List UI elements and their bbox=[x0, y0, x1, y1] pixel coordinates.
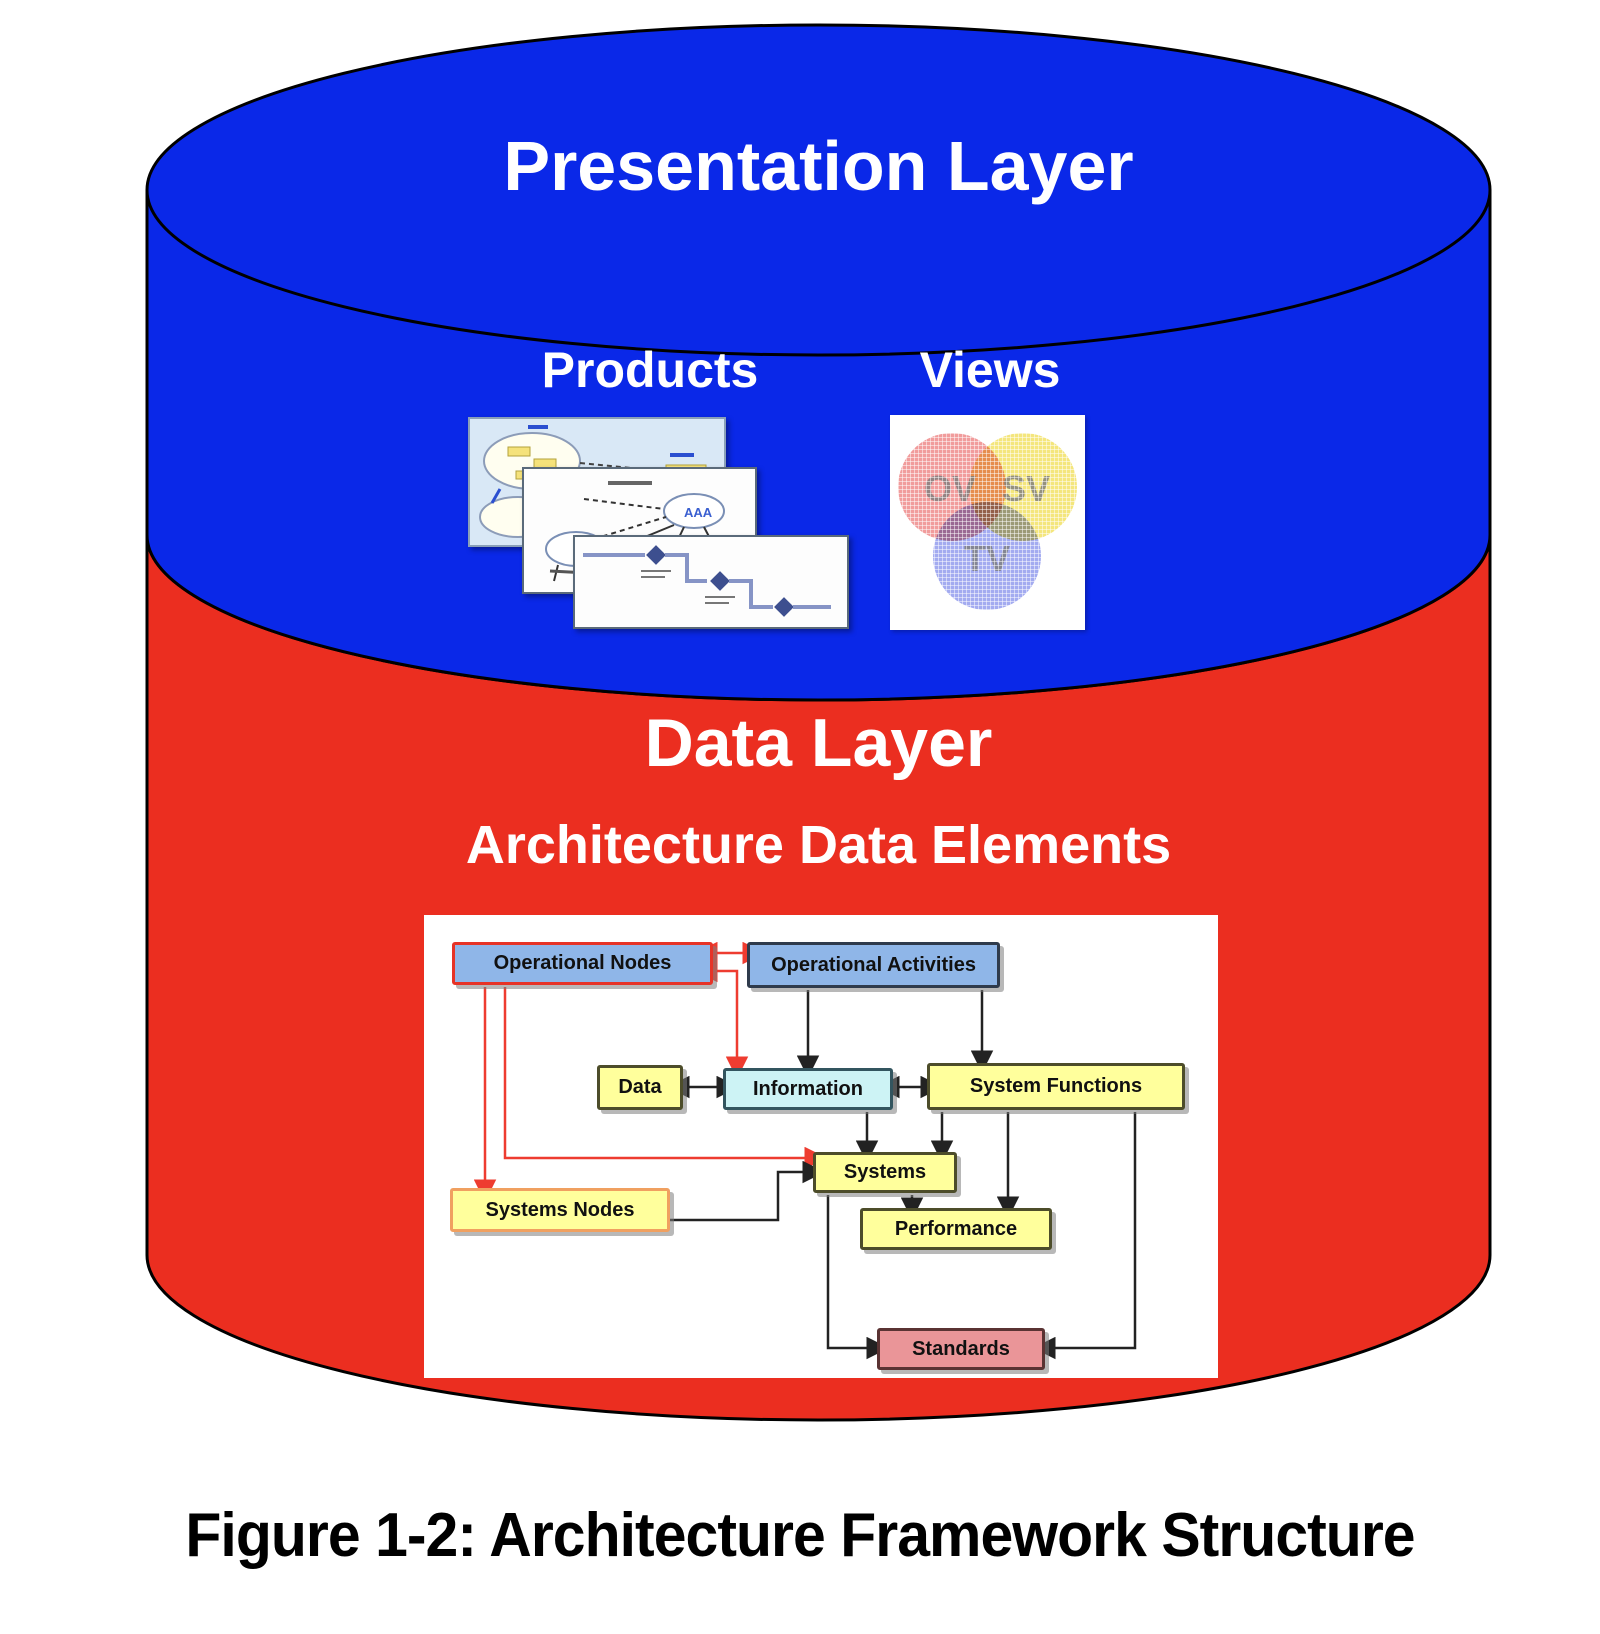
views-venn-diagram: OV SV TV bbox=[890, 415, 1085, 630]
views-label: Views bbox=[919, 342, 1061, 398]
entity-operational-activities: Operational Activities bbox=[747, 942, 1000, 988]
ov-label: OV bbox=[924, 468, 976, 509]
entity-standards: Standards bbox=[877, 1328, 1045, 1370]
entity-systems: Systems bbox=[813, 1152, 957, 1193]
entity-data: Data bbox=[597, 1065, 683, 1110]
data-layer-title: Data Layer bbox=[644, 705, 993, 781]
tv-label: TV bbox=[964, 538, 1010, 579]
figure-caption: Figure 1-2: Architecture Framework Struc… bbox=[185, 1501, 1415, 1570]
sv-label: SV bbox=[1002, 468, 1050, 509]
entity-operational-nodes: Operational Nodes bbox=[452, 942, 713, 985]
products-label: Products bbox=[541, 342, 759, 398]
cylinder-top-edge bbox=[145, 189, 1492, 357]
presentation-layer-title: Presentation Layer bbox=[503, 127, 1134, 205]
entity-system-functions: System Functions bbox=[927, 1063, 1185, 1110]
data-layer-subtitle: Architecture Data Elements bbox=[465, 815, 1172, 875]
svg-text:AAA: AAA bbox=[684, 505, 713, 520]
entity-performance: Performance bbox=[860, 1208, 1052, 1250]
entity-information: Information bbox=[723, 1068, 893, 1110]
entity-systems-nodes: Systems Nodes bbox=[450, 1188, 670, 1232]
architecture-data-elements-panel: Operational Nodes Operational Activities… bbox=[424, 915, 1218, 1378]
product-thumbnail-activity-flow bbox=[573, 535, 849, 629]
entity-connector-lines bbox=[473, 941, 1137, 1360]
